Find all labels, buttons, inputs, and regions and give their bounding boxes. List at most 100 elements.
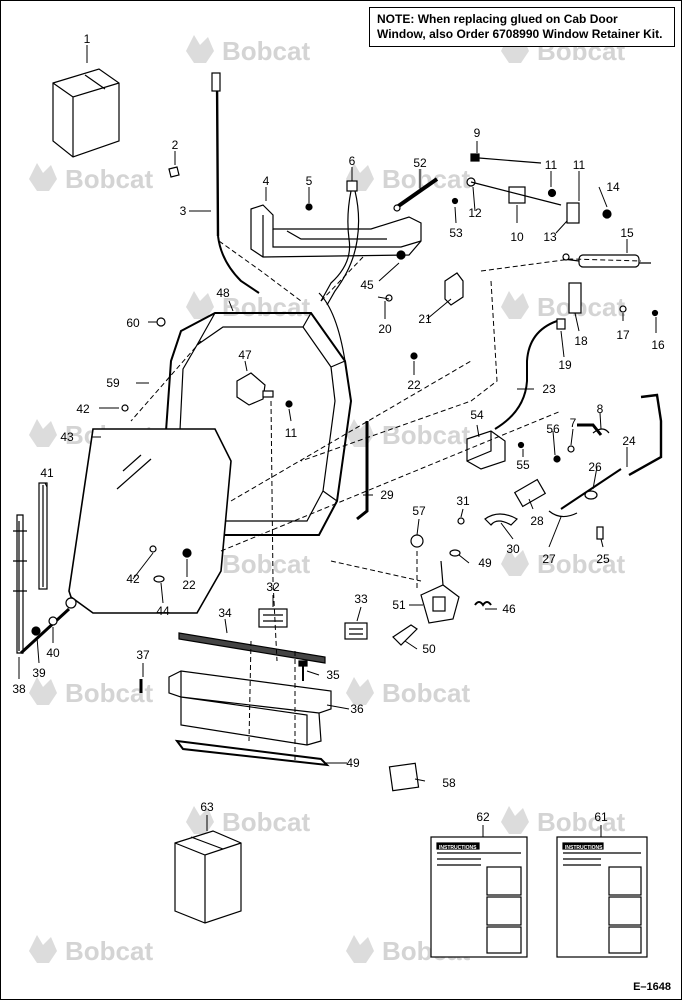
watermark-text: Bobcat [222,549,310,579]
kit-box-part [174,830,242,924]
seal-strip-part [38,482,48,590]
callout-63: 63 [200,800,214,814]
retainer-strip-part [178,632,326,664]
instruction-sheet-title: INSTRUCTIONS [565,845,603,851]
callout-37: 37 [136,648,150,662]
instruction-sheet-part [556,836,648,958]
callout-57: 57 [412,504,426,518]
callout-22: 22 [407,378,421,392]
bobcat-logo-icon [346,419,374,447]
callout-11: 11 [573,158,586,172]
callout-1: 1 [84,32,91,46]
watermark-text: Bobcat [222,807,310,837]
callout-34: 34 [218,606,232,620]
watermark: Bobcat [501,291,625,322]
callout-11: 11 [285,426,298,440]
callout-50: 50 [422,642,436,656]
watermark-text: Bobcat [382,164,470,194]
handle-rod-part [628,393,663,477]
callout-33: 33 [354,592,368,606]
callout-53: 53 [449,226,463,240]
watermark: Bobcat [29,677,153,708]
watermark: Bobcat [346,163,470,194]
bobcat-logo-icon [346,935,374,963]
callout-30: 30 [506,542,520,556]
watermark-text: Bobcat [537,807,625,837]
callout-24: 24 [622,434,636,448]
door-cable-part [211,72,260,294]
callout-22: 22 [182,578,196,592]
bobcat-logo-icon [29,163,57,191]
callout-26: 26 [588,460,602,474]
callout-52: 52 [413,156,427,170]
callout-29: 29 [380,488,394,502]
callout-17: 17 [616,328,630,342]
callout-13: 13 [543,230,557,244]
callout-43: 43 [60,430,74,444]
callout-48: 48 [216,286,230,300]
bobcat-logo-icon [29,419,57,447]
leader-lines [18,45,657,837]
rod-part [393,177,439,212]
hinge-hardware-group [466,153,612,224]
callout-42: 42 [126,572,140,586]
figure-id: E–1648 [633,981,671,993]
callout-44: 44 [156,604,170,618]
callout-61: 61 [594,810,608,824]
callout-31: 31 [456,494,470,508]
callout-38: 38 [12,682,26,696]
callout-8: 8 [597,402,604,416]
bobcat-logo-icon [501,548,529,576]
callout-59: 59 [106,376,120,390]
decal-group [258,608,368,640]
knob-part [410,534,424,548]
bolt-group [139,660,308,693]
bobcat-logo-icon [29,677,57,705]
wiper-nut-group [31,597,77,636]
instruction-sheet-title: INSTRUCTIONS [439,845,477,851]
callout-27: 27 [542,552,556,566]
callout-40: 40 [46,646,60,660]
alignment-lines [130,240,642,761]
watermark: Bobcat [501,806,625,837]
callout-49: 49 [478,556,492,570]
callout-15: 15 [620,226,634,240]
watermark-text: Bobcat [222,292,310,322]
bobcat-logo-icon [501,291,529,319]
callout-23: 23 [542,382,556,396]
bobcat-logo-icon [186,35,214,63]
callout-60: 60 [126,316,140,330]
watermark-text: Bobcat [222,36,310,66]
callout-14: 14 [606,180,620,194]
callout-47: 47 [238,348,252,362]
door-glass-part [68,428,232,614]
upper-hinge-part [556,282,659,330]
watermark-text: Bobcat [537,549,625,579]
handle-assembly-part [513,428,622,540]
callout-54: 54 [470,408,484,422]
weather-strip-part [356,421,369,521]
lower-plate-part [174,739,330,767]
watermark: Bobcat [29,935,153,966]
callout-36: 36 [350,702,364,716]
grommet-part [168,166,180,178]
watermark: Bobcat [346,677,470,708]
callout-56: 56 [546,422,560,436]
note-label: NOTE: [377,12,415,26]
watermark-text: Bobcat [382,420,470,450]
release-lever-part [484,513,518,526]
callout-2: 2 [172,138,179,152]
callout-62: 62 [476,810,490,824]
bobcat-logo-icon [29,935,57,963]
bobcat-logo-icon [186,291,214,319]
callout-46: 46 [502,602,516,616]
instruction-sheet-part [430,836,528,958]
latch-bracket-part [250,204,422,258]
wiper-arm-part [13,514,71,655]
callout-25: 25 [596,552,610,566]
striker-bracket-part [466,430,506,470]
spring-part [474,601,492,607]
kit-box-part [52,68,120,158]
callout-labels: 1 2 3 4 5 6 7 8 9 10 11 11 11 12 13 14 1… [12,32,665,824]
